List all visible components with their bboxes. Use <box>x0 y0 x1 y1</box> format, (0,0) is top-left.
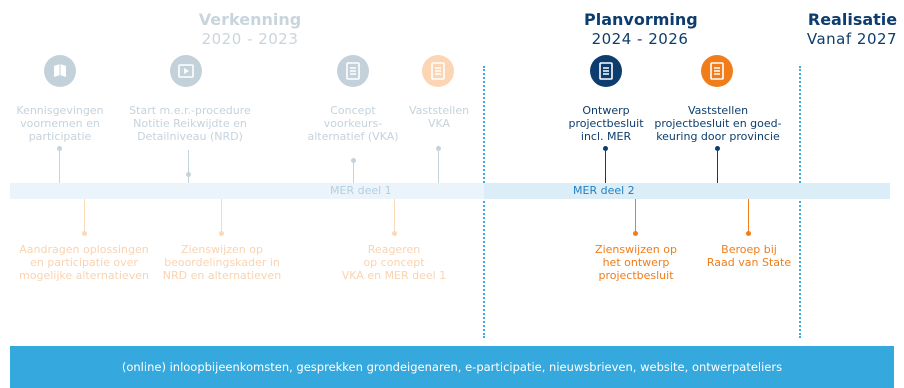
footer-text: (online) inloopbijeenkomsten, gesprekken… <box>121 360 783 374</box>
participation-footer: (online) inloopbijeenkomsten, gesprekken… <box>10 346 894 388</box>
step-label-vaststellen-vka: Vaststellen VKA <box>408 104 470 130</box>
phase-years-verkenning: 2020 - 2023 <box>201 30 299 48</box>
step-dot <box>715 146 720 151</box>
step-label-ontwerp-projectbesluit: Ontwerp projectbesluit incl. MER <box>568 104 644 143</box>
step-connector <box>635 199 636 233</box>
step-label-reageren-vka: Reageren op concept VKA en MER deel 1 <box>341 243 447 282</box>
step-connector <box>221 199 222 233</box>
document-icon <box>422 55 454 87</box>
document-icon <box>701 55 733 87</box>
phase-separator-2 <box>799 66 801 338</box>
step-dot <box>436 146 441 151</box>
timeline-label-mer-deel-1: MER deel 1 <box>330 184 392 197</box>
step-connector <box>84 199 85 233</box>
step-connector <box>717 150 718 183</box>
step-label-zienswijzen-ontwerp: Zienswijzen op het ontwerp projectbeslui… <box>595 243 677 282</box>
step-dot <box>57 146 62 151</box>
phase-title-planvorming: Planvorming <box>584 10 698 29</box>
step-dot <box>82 231 87 236</box>
step-connector <box>59 150 60 183</box>
phase-years-planvorming: 2024 - 2026 <box>591 30 689 48</box>
phase-years-realisatie: Vanaf 2027 <box>806 30 898 48</box>
step-label-concept-vka: Concept voorkeurs- alternatief (VKA) <box>307 104 399 143</box>
step-connector <box>188 150 189 183</box>
timeline-label-mer-deel-2: MER deel 2 <box>573 184 635 197</box>
step-label-kennisgevingen: Kennisgevingen voornemen en participatie <box>16 104 104 143</box>
step-dot <box>392 231 397 236</box>
step-connector <box>748 199 749 233</box>
step-dot <box>351 158 356 163</box>
step-label-vaststellen-projectbesluit: Vaststellen projectbesluit en goed- keur… <box>654 104 782 143</box>
video-icon <box>170 55 202 87</box>
step-connector <box>353 162 354 183</box>
step-label-zienswijzen-nrd: Zienswijzen op beoordelingskader in NRD … <box>162 243 282 282</box>
phase-title-verkenning: Verkenning <box>198 10 302 29</box>
step-dot <box>633 231 638 236</box>
step-label-beroep: Beroep bij Raad van State <box>706 243 792 269</box>
document-icon <box>590 55 622 87</box>
step-connector <box>605 150 606 183</box>
phase-title-realisatie: Realisatie <box>807 10 898 29</box>
step-connector <box>394 199 395 233</box>
step-dot <box>219 231 224 236</box>
book-icon <box>44 55 76 87</box>
document-icon <box>337 55 369 87</box>
step-dot <box>603 146 608 151</box>
step-label-aandragen-oplossingen: Aandragen oplossingen en participatie ov… <box>19 243 149 282</box>
phase-separator-1 <box>483 66 485 338</box>
step-label-start-mer: Start m.e.r.-procedure Notitie Reikwijdt… <box>129 104 251 143</box>
step-dot <box>746 231 751 236</box>
timeline-bar-active <box>484 183 890 199</box>
step-connector <box>438 150 439 183</box>
